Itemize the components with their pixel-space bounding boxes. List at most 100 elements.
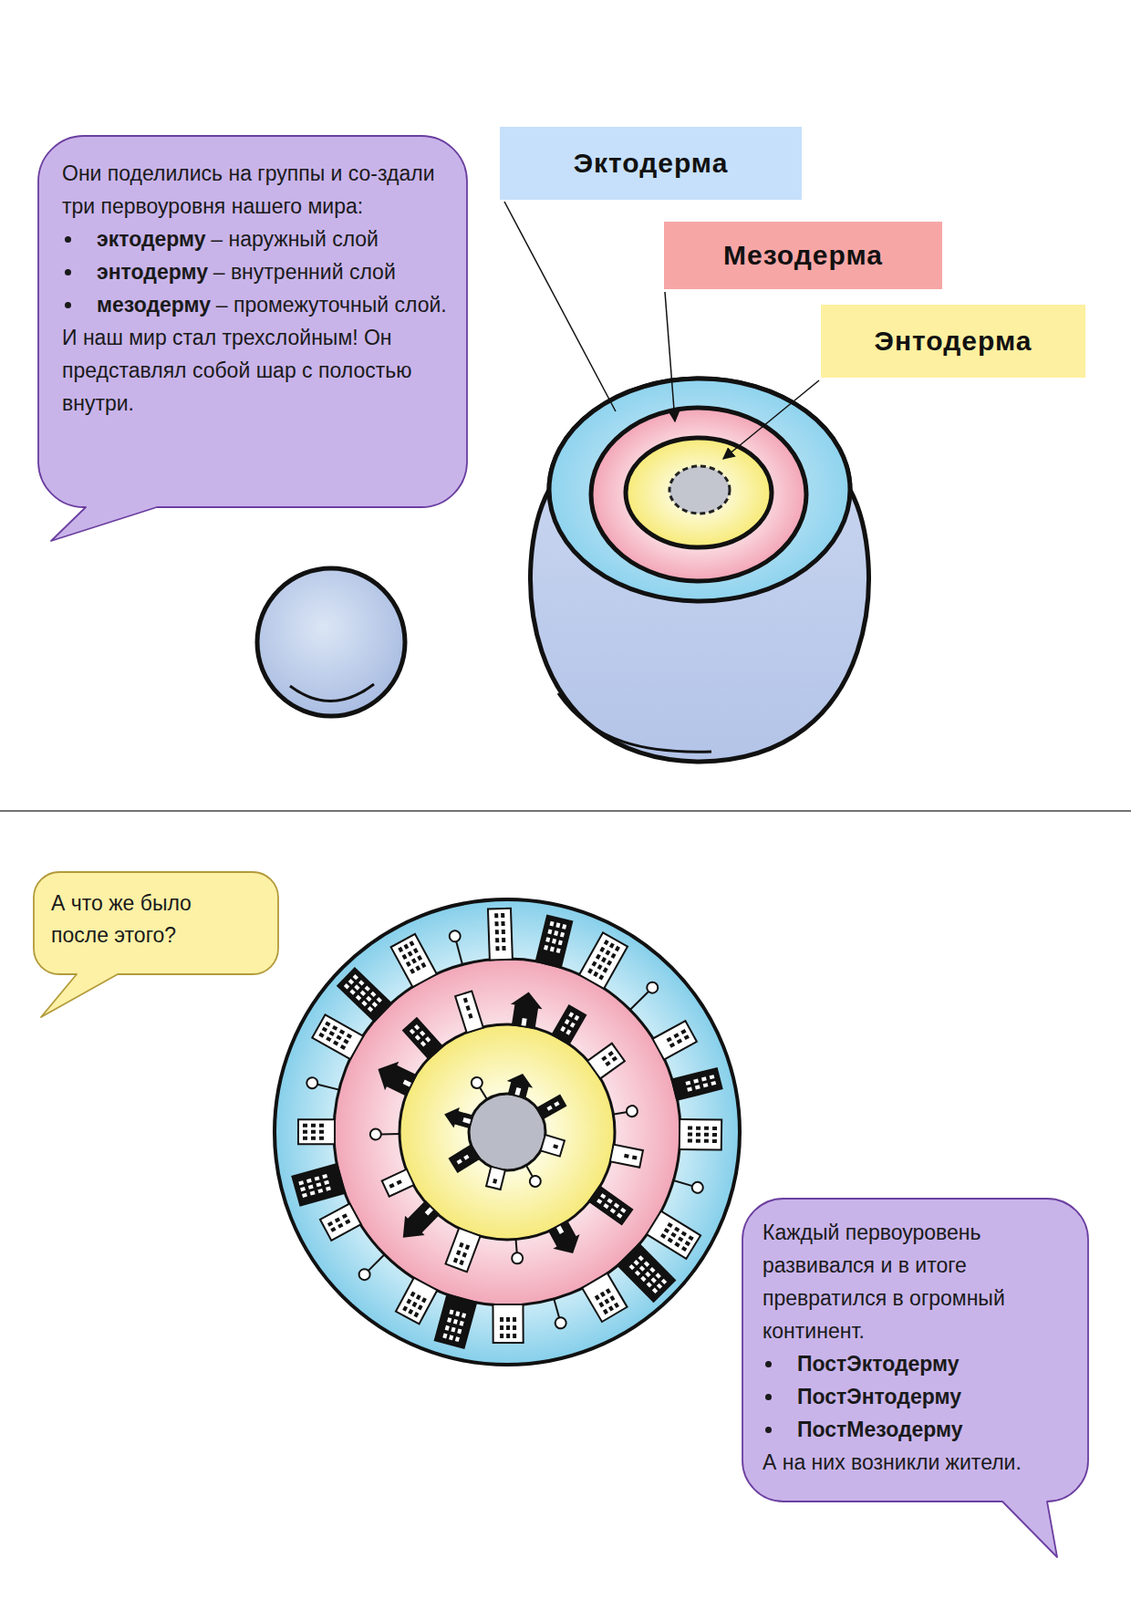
building-symbol bbox=[506, 1071, 533, 1099]
building-window bbox=[609, 942, 615, 948]
building-window bbox=[677, 1235, 684, 1242]
body-rim bbox=[558, 693, 712, 752]
building-window bbox=[459, 1320, 465, 1327]
building-window bbox=[512, 1317, 517, 1322]
building-window bbox=[603, 1297, 610, 1304]
building-wall bbox=[455, 991, 484, 1034]
building-window bbox=[370, 991, 376, 997]
panel-divider bbox=[0, 809, 1131, 812]
building-window bbox=[319, 1130, 324, 1134]
building-wall bbox=[551, 1005, 586, 1045]
building-door bbox=[425, 1206, 434, 1215]
building-window bbox=[348, 978, 354, 985]
building-window bbox=[376, 996, 383, 1003]
building-window bbox=[414, 1311, 420, 1318]
building-window bbox=[600, 1193, 606, 1199]
building-window bbox=[360, 990, 366, 997]
building-window bbox=[506, 1325, 510, 1330]
building-window bbox=[684, 1240, 691, 1246]
paragraph: А что же было после этого? bbox=[51, 887, 234, 952]
building-window bbox=[651, 1276, 657, 1283]
tree-symbol bbox=[611, 1104, 638, 1120]
list-term: ПостЭнтодерму bbox=[797, 1384, 962, 1409]
building-door bbox=[403, 1079, 412, 1088]
building-window bbox=[616, 1213, 623, 1219]
building-window bbox=[602, 966, 609, 973]
building-symbol bbox=[610, 1144, 644, 1168]
building-window bbox=[327, 1221, 333, 1227]
building-window bbox=[402, 1305, 408, 1311]
tree-crown bbox=[690, 1180, 705, 1194]
tree-crown bbox=[447, 929, 462, 944]
building-window bbox=[546, 1105, 552, 1111]
bubble-shape bbox=[33, 871, 279, 1017]
building-roof bbox=[395, 1217, 424, 1246]
building-window bbox=[695, 1126, 701, 1131]
world-core bbox=[468, 1093, 546, 1171]
tree-crown bbox=[644, 979, 661, 996]
building-symbol bbox=[579, 932, 628, 988]
building-window bbox=[317, 1188, 323, 1194]
building-window bbox=[606, 1197, 613, 1204]
tree-trunk bbox=[525, 1164, 533, 1178]
bullet-dot bbox=[765, 1393, 772, 1401]
layer-label: Мезодерма bbox=[664, 221, 943, 290]
building-window bbox=[598, 1301, 604, 1308]
building-roof bbox=[443, 1106, 458, 1126]
building-window bbox=[558, 940, 563, 946]
building-symbol bbox=[382, 1169, 415, 1197]
building-window bbox=[594, 1294, 601, 1300]
building-window bbox=[494, 921, 499, 926]
bubble-text: Они поделились на группы и со-здали три … bbox=[62, 161, 436, 218]
building-window bbox=[455, 1310, 460, 1317]
building-door bbox=[521, 1017, 528, 1027]
building-window bbox=[667, 1237, 674, 1244]
building-window bbox=[568, 1011, 574, 1017]
building-wall bbox=[581, 1273, 627, 1322]
building-window bbox=[499, 1317, 504, 1322]
tree-crown bbox=[370, 1128, 382, 1140]
building-window bbox=[587, 967, 593, 974]
bullet-dot bbox=[765, 1360, 772, 1368]
tree-trunk bbox=[629, 990, 650, 1011]
building-window bbox=[319, 1123, 324, 1128]
paragraph: А на них возникли жители. bbox=[762, 1445, 1076, 1479]
building-window bbox=[458, 1259, 465, 1266]
building-window bbox=[402, 954, 408, 960]
tree-symbol bbox=[305, 1076, 342, 1096]
building-window bbox=[704, 1126, 709, 1131]
building-window bbox=[306, 1178, 312, 1183]
ectoderm-ring bbox=[549, 378, 851, 602]
small-sphere bbox=[257, 568, 405, 716]
building-window bbox=[665, 1037, 672, 1043]
building-window bbox=[321, 1173, 328, 1179]
building-window bbox=[332, 1040, 339, 1047]
building-window bbox=[403, 943, 409, 949]
building-window bbox=[598, 974, 604, 980]
building-wall bbox=[610, 1144, 644, 1168]
building-window bbox=[334, 1216, 341, 1223]
building-window bbox=[556, 947, 561, 954]
building-window bbox=[674, 1241, 680, 1247]
building-window bbox=[405, 961, 412, 967]
building-window bbox=[461, 1312, 467, 1318]
building-window bbox=[330, 1226, 336, 1233]
tree-symbol bbox=[671, 1174, 705, 1194]
building-window bbox=[319, 1136, 324, 1141]
building-wall bbox=[579, 932, 628, 988]
building-window bbox=[561, 923, 567, 930]
building-window bbox=[346, 1033, 353, 1039]
building-window bbox=[323, 1180, 330, 1185]
building-window bbox=[397, 946, 404, 953]
building-symbol bbox=[492, 1304, 523, 1343]
tree-symbol bbox=[469, 1075, 493, 1103]
tree-trunk bbox=[612, 1111, 628, 1115]
building-window bbox=[302, 1130, 308, 1134]
building-window bbox=[349, 988, 355, 995]
building-window bbox=[344, 1218, 351, 1225]
building-window bbox=[453, 1318, 458, 1325]
building-window bbox=[421, 1297, 427, 1303]
building-window bbox=[560, 932, 565, 938]
building-wall bbox=[617, 1244, 675, 1302]
building-window bbox=[644, 1271, 651, 1277]
